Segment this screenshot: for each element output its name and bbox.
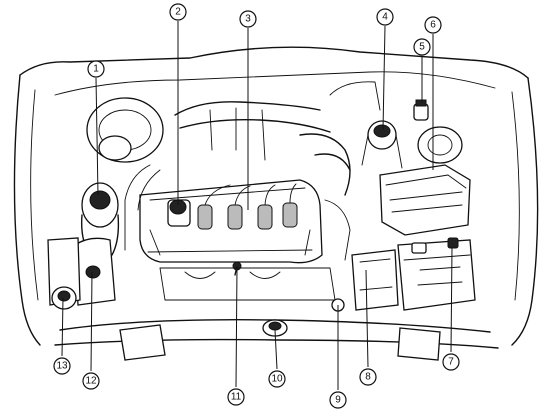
callout-13: 13 <box>53 357 71 375</box>
svg-text:1: 1 <box>93 64 99 75</box>
radiator-support <box>54 261 499 361</box>
fuse-box <box>351 249 399 311</box>
air-cleaner <box>379 164 471 236</box>
callout-1: 1 <box>87 60 105 78</box>
callout-3: 3 <box>239 10 257 28</box>
washer-reservoir <box>74 237 116 306</box>
clutch-reservoir <box>413 99 429 121</box>
svg-text:9: 9 <box>335 395 341 406</box>
svg-text:10: 10 <box>271 374 283 385</box>
svg-text:3: 3 <box>245 14 251 25</box>
svg-text:13: 13 <box>56 361 68 372</box>
coolant-reservoir <box>47 237 81 310</box>
callout-2: 2 <box>169 3 187 21</box>
callout-7: 7 <box>442 353 460 371</box>
svg-text:8: 8 <box>365 372 371 383</box>
svg-text:11: 11 <box>231 392 242 403</box>
engine-block <box>159 267 336 301</box>
svg-text:2: 2 <box>175 7 181 18</box>
hoses-and-pipes <box>124 81 381 261</box>
callout-8: 8 <box>359 368 377 386</box>
callout-4: 4 <box>376 8 394 26</box>
cylinder-head <box>139 179 323 264</box>
ignition-coils <box>197 183 298 230</box>
left-strut-tower <box>80 97 164 256</box>
callout-9: 9 <box>329 391 347 409</box>
svg-text:6: 6 <box>430 20 436 31</box>
right-strut-tower <box>417 126 463 164</box>
callout-11: 11 <box>227 388 245 406</box>
callout-10: 10 <box>268 370 286 388</box>
svg-text:4: 4 <box>382 12 388 23</box>
body-frame <box>13 46 539 346</box>
callout-12: 12 <box>82 372 100 390</box>
svg-text:5: 5 <box>419 42 425 53</box>
svg-text:12: 12 <box>85 376 97 387</box>
callout-5: 5 <box>413 38 431 56</box>
leader-lines <box>61 21 453 390</box>
battery <box>397 237 476 311</box>
svg-text:7: 7 <box>448 357 454 368</box>
callout-6: 6 <box>424 16 442 34</box>
brake-master-cylinder <box>361 120 403 169</box>
